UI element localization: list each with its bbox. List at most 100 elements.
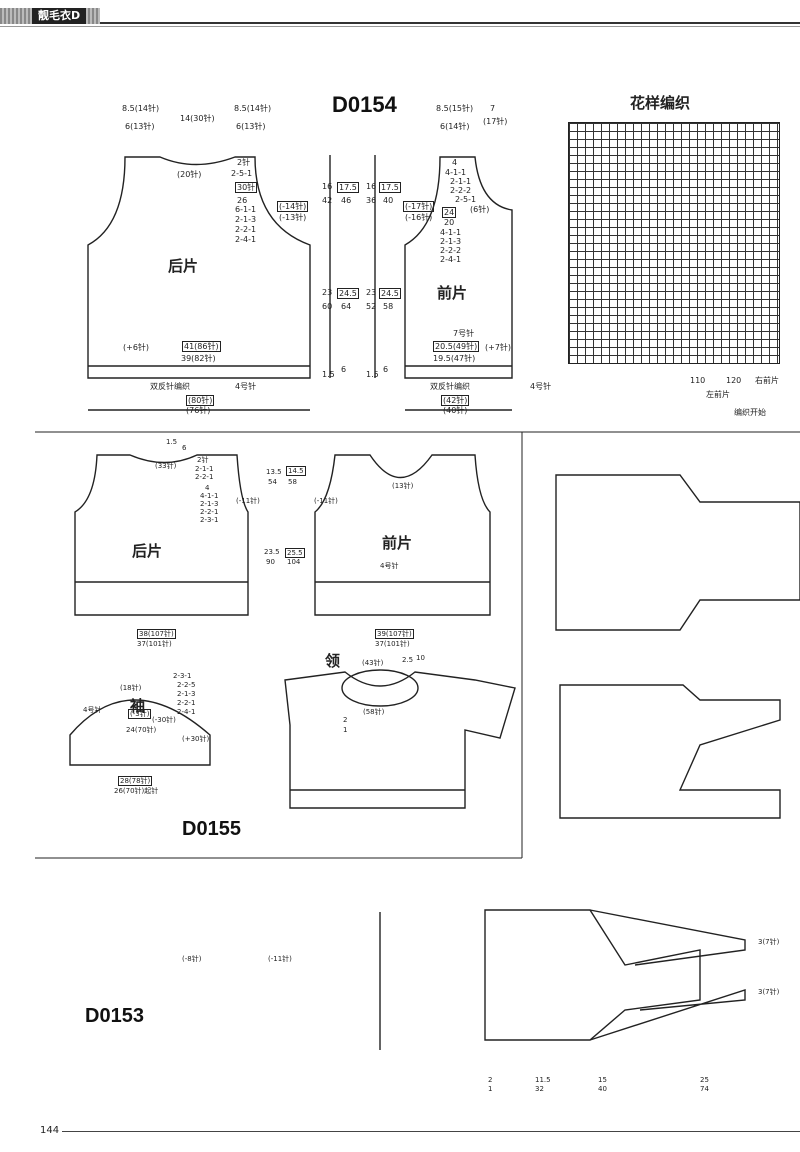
d0153-text-1: (-11针) [268,955,292,963]
chart-legend-4: 编织开始 [734,408,766,417]
d0153-sleeve-lower [589,989,746,1041]
footer-rule [62,1131,800,1132]
header-rule [100,22,800,24]
panel-lower-outline [559,684,781,819]
d0155-sleeve-1: 4号针 [83,706,102,714]
d0154-front-bottom-0: 7号针 [453,329,475,338]
d0155-front-10: 104 [287,558,301,566]
d0155-collar-0: (43针) [362,659,384,667]
d0154-front-bottom-4: 双反针编织 [430,382,470,391]
d0155-back-9: 2-2-1 [200,508,219,516]
d0155-front-3: 58 [288,478,297,486]
d0154-mid-11: 64 [341,302,352,311]
d0153-text-6: 11.5 [535,1076,551,1084]
chart-legend-2: 右前片 [755,376,779,385]
d0154-front-bottom-6: (42针) [441,395,470,406]
d0154-front-top-1: 6(14针) [440,122,470,131]
d0154-mid-13: 52 [366,302,377,311]
d0155-back-outline [74,454,249,616]
d0154-back-bottom-5: (80针) [186,395,215,406]
header-title: 靓毛衣D [32,8,87,24]
d0154-front-bottom-2: 19.5(47针) [433,354,476,363]
d0154-front-top-0: 8.5(15针) [436,104,474,113]
d0155-back-label: 后片 [132,542,163,560]
d0155-collar-5: 1 [343,726,348,734]
d0154-back-neck: (20针) [177,170,202,179]
pattern-code-d0153: D0153 [85,1005,144,1027]
d0155-front-11: 39(107针) [375,629,414,639]
d0155-sleeve-5: (+30针) [182,735,210,743]
d0154-mid-10: 24.5 [337,288,359,299]
d0155-back-11: (-11针) [236,497,260,505]
d0155-sleeve-8: 2-3-1 [173,672,192,680]
d0154-front-bottom-3: (+7针) [485,343,512,352]
d0154-front-bottom-7: (40针) [443,406,468,415]
d0154-back-side-1: (-13针) [279,213,307,222]
d0154-front-shape-5: 24 [442,207,457,218]
d0155-sleeve-7: 26(70针)起针 [114,787,159,795]
d0154-back-bottom-3: 双反针编织 [150,382,190,391]
d0155-front-9: 25.5 [285,548,305,558]
d0154-mid-7: 40 [383,196,394,205]
d0154-back-shape-1: 2-5-1 [231,169,253,178]
d0155-back-5: 2-2-1 [195,473,214,481]
d0154-front-top-3: (17针) [483,117,508,126]
d0154-front-shape-2: 2-1-1 [450,177,472,186]
d0154-back-shape-7: 2-4-1 [235,235,257,244]
d0155-sleeve-4: 24(70针) [126,726,157,734]
d0155-sleeve-label: 袖 [130,697,146,715]
d0155-sleeve-6: 28(78针) [118,776,153,786]
d0155-front-outline [314,454,491,616]
d0154-back-top-4: 6(13针) [236,122,266,131]
d0155-front-0: 13.5 [266,468,282,476]
d0155-collar-outline [341,669,419,707]
d0153-text-10: 25 [700,1076,709,1084]
d0154-front-outline [404,156,513,379]
d0154-front-bottom-1: 20.5(49针) [433,341,480,352]
d0155-back-3: 2针 [197,456,209,464]
d0153-text-7: 32 [535,1085,544,1093]
d0155-sleeve-0: (18针) [120,684,142,692]
d0155-back-2: (33针) [155,462,177,470]
pattern-code-d0155: D0155 [182,818,241,840]
d0155-sleeve-outline [69,699,211,766]
d0154-mid-4: 16 [366,182,377,191]
d0154-mid-5: 36 [366,196,377,205]
d0155-back-0: 1.5 [166,438,178,446]
pattern-code-d0154: D0154 [332,92,397,117]
d0155-collar-2: 2.5 [402,656,414,664]
d0155-back-6: 4 [205,484,210,492]
d0154-back-side-0: (-14针) [277,201,309,212]
d0154-mid-2: 17.5 [337,182,359,193]
pattern-chart-title: 花样编织 [630,94,691,112]
d0155-collar-3: 10 [416,654,425,662]
d0154-front-top-2: 7 [490,104,496,113]
d0155-collar-label: 领 [325,652,341,670]
d0155-collar-1: (58针) [363,708,385,716]
d0155-sweater-outline [284,671,516,809]
page-number: 144 [40,1125,60,1136]
d0154-back-top-3: 8.5(14针) [234,104,272,113]
d0153-sleeve-upper [589,909,746,966]
chart-legend-0: 110 [690,376,706,385]
d0153-text-2: 3(7针) [758,938,780,946]
d0154-back-bottom-0: (+6针) [123,343,150,352]
d0154-front-shape-10: 2-4-1 [440,255,462,264]
d0154-front-bottom-5: 4号针 [530,382,552,391]
d0154-back-bottom-1: 41(86针) [182,341,221,352]
chart-legend-3: 左前片 [706,390,730,399]
d0154-mid-1: 42 [322,196,333,205]
d0154-mid-6: 17.5 [379,182,401,193]
d0154-front-shape-6: 20 [444,218,455,227]
d0155-back-12: 38(107针) [137,629,176,639]
d0154-front-side-1: (-16针) [405,213,433,222]
chart-legend-1: 120 [726,376,742,385]
d0155-back-10: 2-3-1 [200,516,219,524]
d0155-sleeve-2: (-3针) [128,709,152,719]
d0155-front-7: 23.5 [264,548,280,556]
d0154-back-bottom-2: 39(82针) [181,354,216,363]
d0154-mid-9: 60 [322,302,333,311]
d0155-front-5: (-11针) [314,497,338,505]
d0154-back-shape-0: 2针 [237,158,251,167]
